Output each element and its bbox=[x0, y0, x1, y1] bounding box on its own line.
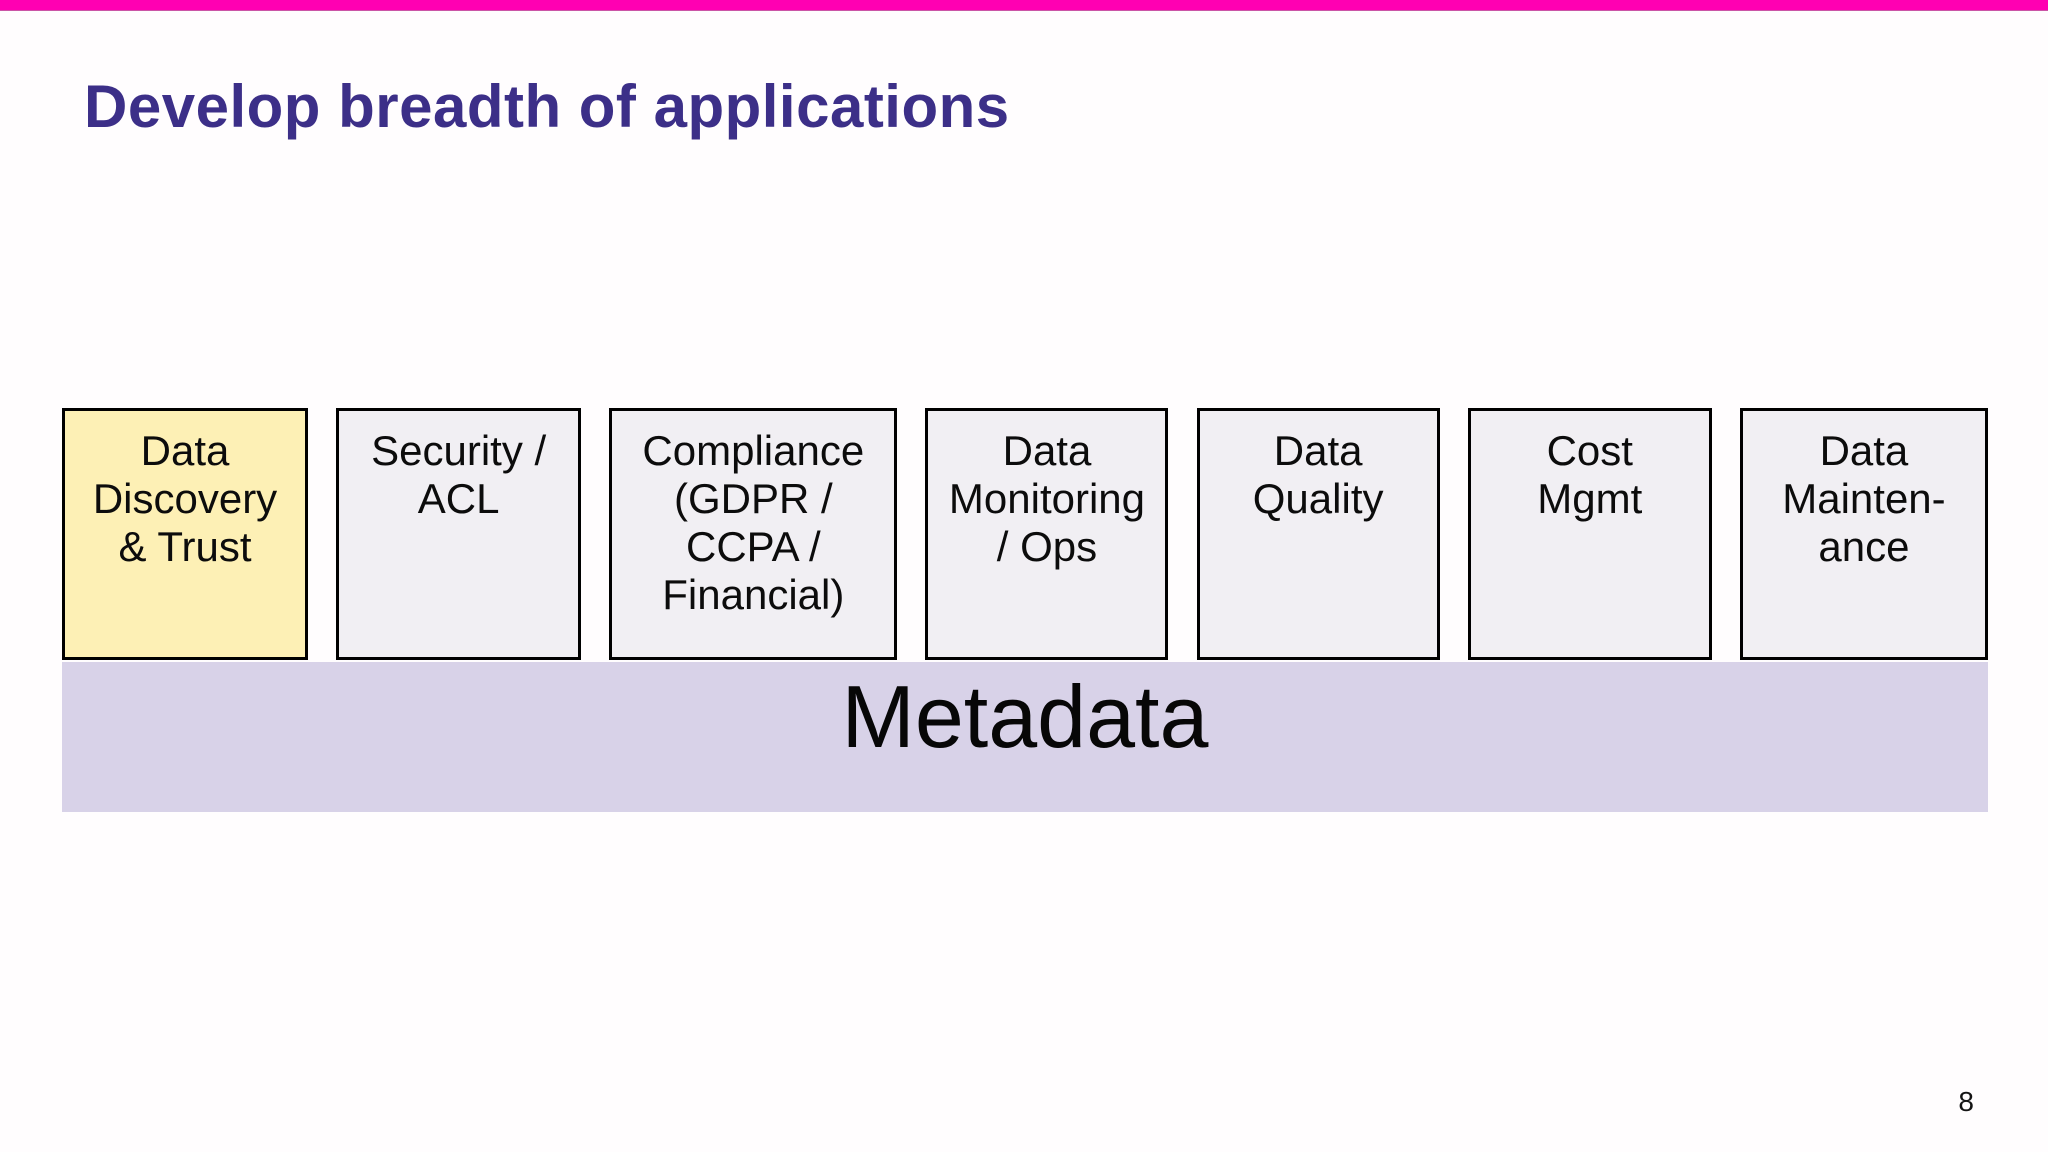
app-box-security-acl: Security / ACL bbox=[336, 408, 582, 660]
app-box-data-monitoring-ops: Data Monitoring / Ops bbox=[925, 408, 1169, 660]
app-box-cost-mgmt: Cost Mgmt bbox=[1467, 408, 1712, 660]
top-accent-bar bbox=[0, 0, 2048, 11]
slide-title: Develop breadth of applications bbox=[84, 73, 1010, 140]
app-box-data-maintenance: Data Mainten- ance bbox=[1739, 408, 1988, 660]
app-box-compliance: Compliance (GDPR / CCPA / Financial) bbox=[609, 408, 898, 660]
metadata-layer-bar: Metadata bbox=[62, 662, 1988, 812]
app-box-data-discovery-trust: Data Discovery & Trust bbox=[62, 408, 308, 660]
metadata-layer-label: Metadata bbox=[841, 667, 1209, 766]
app-box-data-quality: Data Quality bbox=[1196, 408, 1440, 660]
page-number: 8 bbox=[1958, 1086, 1974, 1117]
